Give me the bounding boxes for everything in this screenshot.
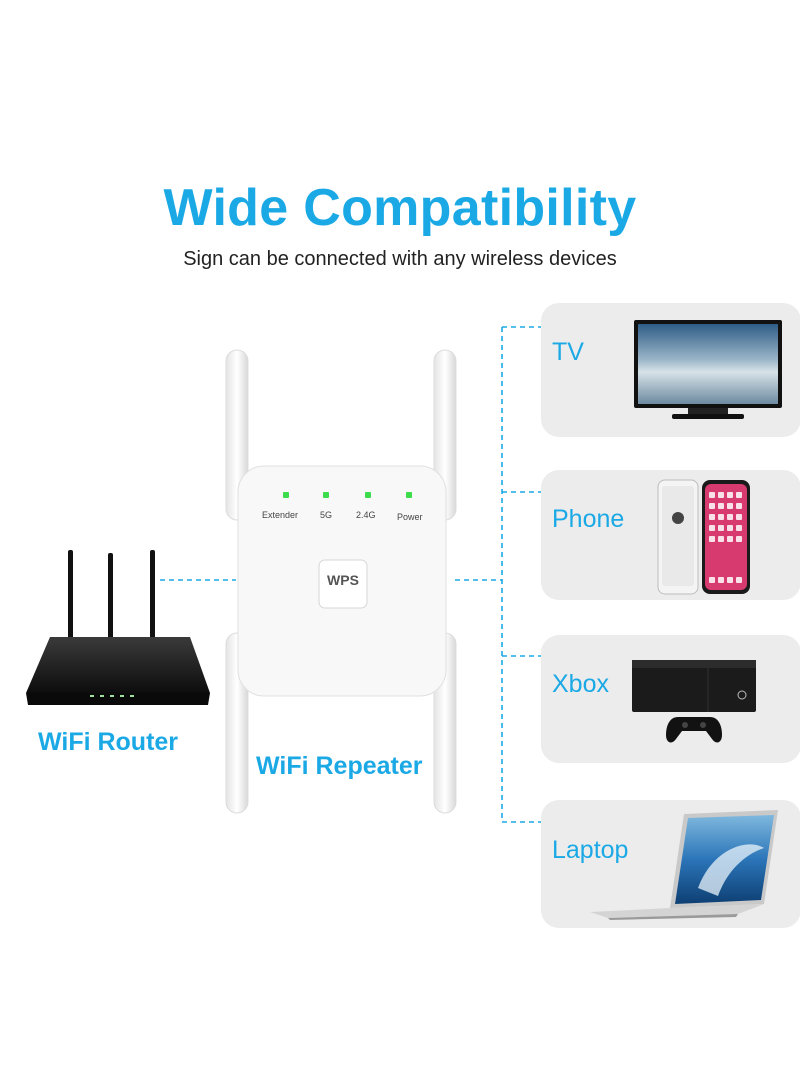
indicator-extender: Extender — [262, 510, 299, 520]
device-label-xbox: Xbox — [552, 670, 609, 698]
indicator-power: Power — [397, 512, 423, 522]
tv-icon — [632, 318, 784, 430]
router-icon — [20, 545, 220, 715]
wps-button: WPS — [327, 572, 359, 588]
router-label: WiFi Router — [38, 728, 179, 756]
device-label-tv: TV — [552, 338, 584, 366]
device-label-phone: Phone — [552, 505, 625, 533]
device-label-laptop: Laptop — [552, 836, 629, 864]
phone-icon — [656, 478, 756, 596]
page-subtitle: Sign can be connected with any wireless … — [183, 248, 617, 270]
page-title: Wide Compatibility — [163, 179, 637, 237]
xbox-icon — [630, 655, 758, 750]
indicator-5g: 5G — [320, 510, 333, 520]
indicator-24g: 2.4G — [356, 510, 376, 520]
repeater-icon — [222, 348, 462, 818]
repeater-label: WiFi Repeater — [256, 752, 423, 780]
laptop-icon — [588, 808, 784, 920]
